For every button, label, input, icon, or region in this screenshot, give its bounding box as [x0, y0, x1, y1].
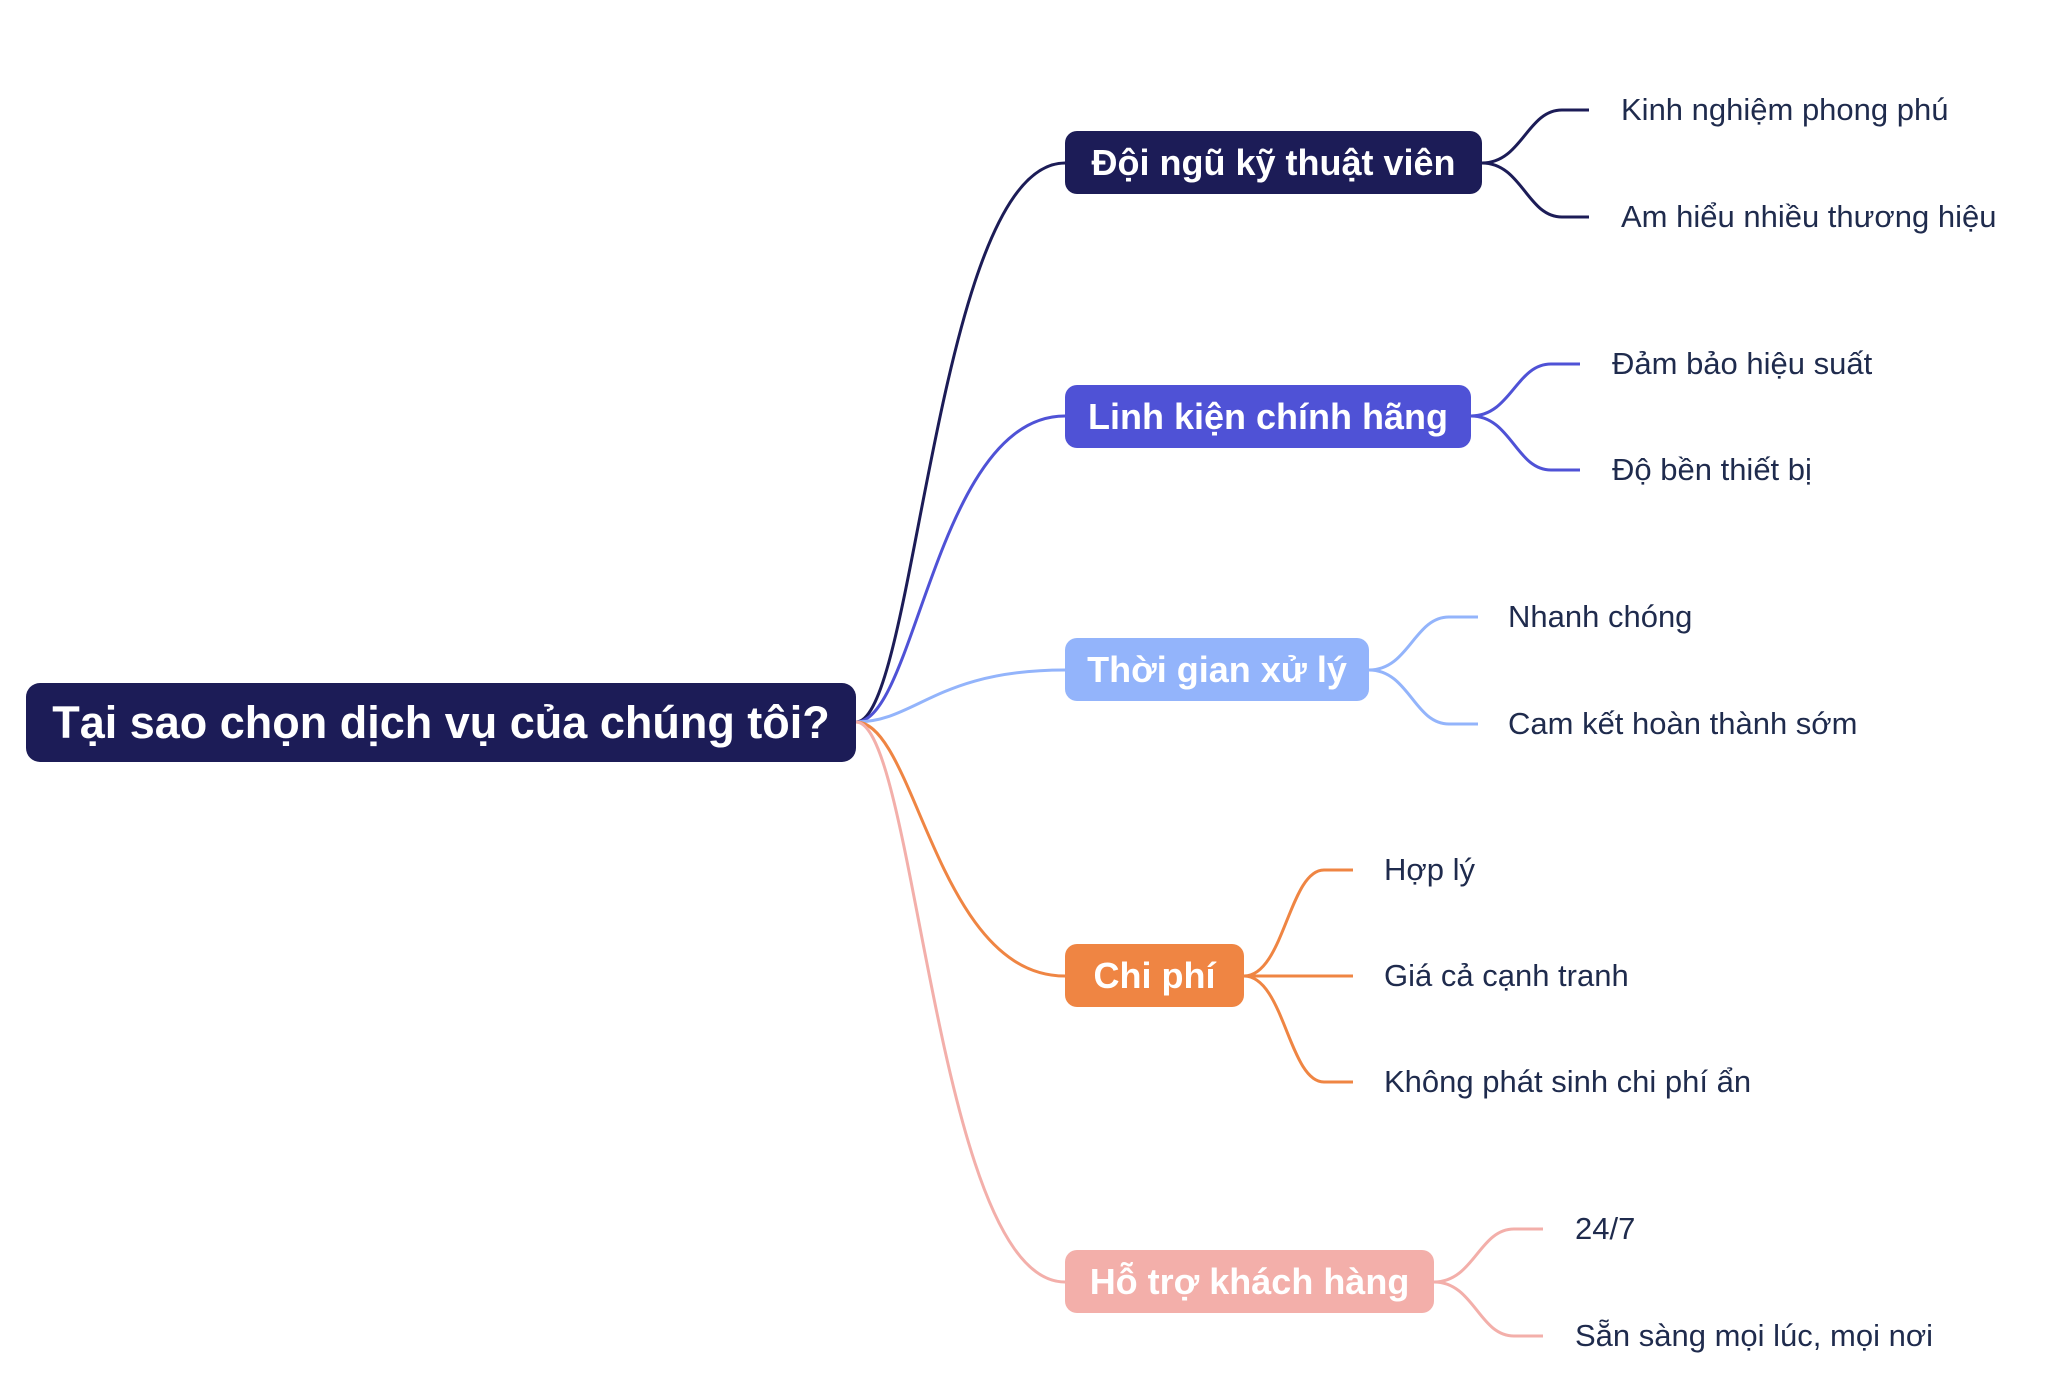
- leaf-node[interactable]: Không phát sinh chi phí ẩn: [1384, 1064, 1752, 1099]
- leaf-node[interactable]: Giá cả cạnh tranh: [1384, 958, 1629, 993]
- root-link: [855, 414, 1066, 724]
- leaf-node[interactable]: Đảm bảo hiệu suất: [1612, 346, 1873, 381]
- leaf-node[interactable]: Độ bền thiết bị: [1612, 452, 1812, 487]
- branch-node[interactable]: Linh kiện chính hãng: [1065, 385, 1471, 448]
- root-link: [855, 668, 1066, 724]
- leaf-link: [1433, 1227, 1543, 1284]
- leaf-link: [1368, 668, 1478, 726]
- branch-node[interactable]: Thời gian xử lý: [1065, 638, 1369, 701]
- root-link: [855, 720, 1066, 978]
- leaf-node[interactable]: Hợp lý: [1384, 852, 1475, 887]
- leaf-link: [1481, 161, 1589, 219]
- root-link: [855, 720, 1066, 1284]
- leaf-link: [1368, 615, 1478, 672]
- leaf-link: [1470, 414, 1580, 472]
- branch-node[interactable]: Hỗ trợ khách hàng: [1065, 1250, 1434, 1313]
- leaf-node[interactable]: 24/7: [1575, 1211, 1636, 1246]
- leaf-link: [1243, 974, 1353, 1084]
- root-link: [855, 161, 1066, 724]
- leaf-node[interactable]: Nhanh chóng: [1508, 599, 1693, 634]
- leaf-node[interactable]: Cam kết hoàn thành sớm: [1508, 706, 1858, 741]
- leaf-node[interactable]: Sẵn sàng mọi lúc, mọi nơi: [1575, 1318, 1934, 1353]
- root-node[interactable]: Tại sao chọn dịch vụ của chúng tôi?: [26, 683, 856, 762]
- leaf-link: [1243, 868, 1353, 978]
- leaf-link: [1433, 1280, 1543, 1338]
- leaf-link: [1481, 108, 1589, 165]
- branch-node[interactable]: Chi phí: [1065, 944, 1244, 1007]
- branch-node[interactable]: Đội ngũ kỹ thuật viên: [1065, 131, 1482, 194]
- leaf-node[interactable]: Kinh nghiệm phong phú: [1621, 92, 1949, 127]
- leaf-link: [1470, 362, 1580, 418]
- leaf-node[interactable]: Am hiểu nhiều thương hiệu: [1621, 199, 1997, 234]
